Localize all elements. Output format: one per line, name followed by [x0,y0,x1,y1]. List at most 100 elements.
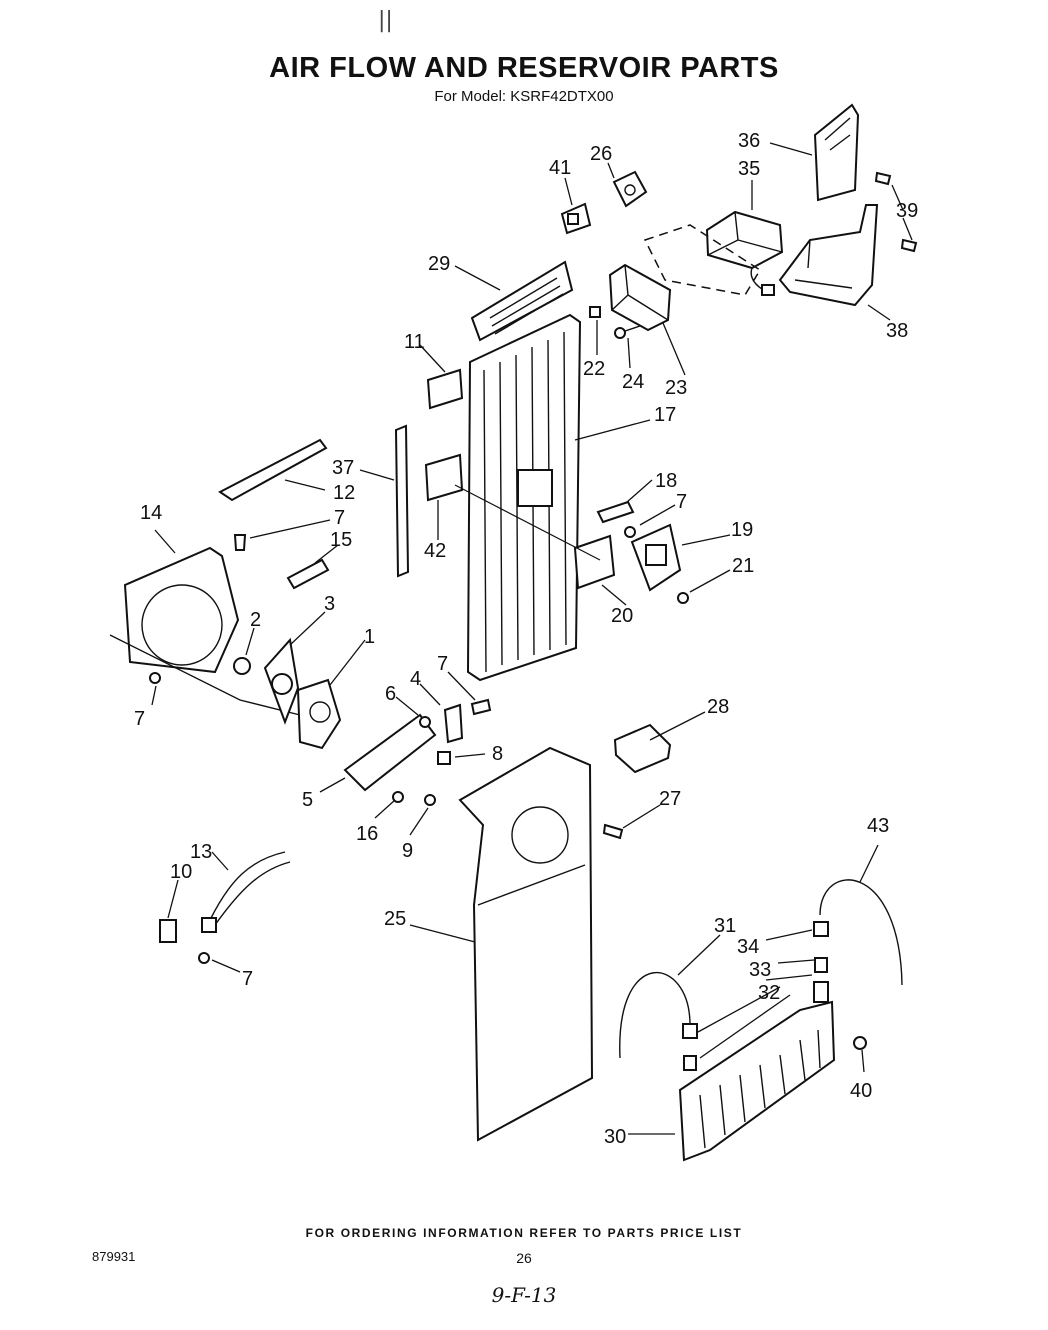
part-33-ferrule-lower [683,1055,697,1071]
callout-18: 18 [655,470,677,492]
dashed-mount-outline [643,224,762,296]
callout-42: 42 [424,540,446,562]
part-11-pad [426,368,464,410]
part-37-strip [394,424,410,578]
part-9-screw [424,794,436,806]
part-25-rear-panel [458,746,594,1142]
part-29-grille [470,260,574,342]
part-6-grommet [419,716,431,728]
callout-7d: 7 [134,708,145,730]
callout-7c: 7 [437,653,448,675]
page-title: AIR FLOW AND RESERVOIR PARTS [269,52,779,84]
part-43-tube [819,879,903,986]
part-2-hub [233,657,251,675]
part-10-connector [159,919,177,943]
callout-36: 36 [738,130,760,152]
callout-10: 10 [170,861,192,883]
part-36-duct [813,103,860,202]
callout-17: 17 [654,404,676,426]
part-39-screws [874,171,918,253]
part-35-transformer [705,210,784,296]
dashed-alignment-line [454,484,601,561]
part-23-bracket [608,263,672,332]
callout-34: 34 [737,936,759,958]
callout-24: 24 [622,371,644,393]
part-7-screw-left [233,534,247,551]
part-13-wire-harness [201,851,291,933]
part-7-screw-mid [470,698,492,716]
part-20-pad [573,534,616,590]
callout-43: 43 [867,815,889,837]
callout-32: 32 [758,982,780,1004]
callout-26: 26 [590,143,612,165]
callout-35: 35 [738,158,760,180]
part-15-clip [286,558,330,590]
callout-14: 14 [140,502,162,524]
callout-6: 6 [385,683,396,705]
part-3-fan-blade [263,637,300,725]
callout-33: 33 [749,959,771,981]
callout-31: 31 [714,915,736,937]
callout-2: 2 [250,609,261,631]
part-30-water-reservoir [678,1000,836,1162]
callout-19: 19 [731,519,753,541]
callout-27: 27 [659,788,681,810]
ordering-note: FOR ORDERING INFORMATION REFER TO PARTS … [305,1226,743,1240]
callout-1: 1 [364,626,375,648]
part-40-screw [853,1036,867,1050]
callout-16: 16 [356,823,378,845]
callout-21: 21 [732,555,754,577]
callout-12: 12 [333,482,355,504]
callout-23: 23 [665,377,687,399]
part-8-nut [437,751,451,765]
callout-8: 8 [492,743,503,765]
part-4-clip [443,703,464,744]
part-33-ferrule [814,957,828,973]
part-38-duct [778,204,879,307]
part-17-panel [466,313,582,682]
handwritten-note: 9-F-13 [491,1283,557,1307]
callout-15: 15 [330,529,352,551]
callout-29: 29 [428,253,450,275]
callout-7e: 7 [242,968,253,990]
part-26-grommet [612,170,648,208]
document-number: 879931 [92,1249,136,1264]
part-28-block [613,723,672,774]
part-34-nut-lower [682,1023,698,1039]
part-31-tube [619,971,691,1059]
callout-30: 30 [604,1126,626,1148]
callout-39: 39 [896,200,918,222]
part-24-screw [614,325,641,339]
callout-7b: 7 [334,507,345,529]
callout-22: 22 [583,358,605,380]
callout-3: 3 [324,593,335,615]
part-7-screw-bottom [198,952,210,964]
callout-37: 37 [332,457,354,479]
callout-41: 41 [549,157,571,179]
callout-11: 11 [404,331,425,353]
callout-28: 28 [707,696,729,718]
part-1-fan-motor [296,678,342,750]
part-18-clip [596,500,635,524]
part-34-nut [813,921,829,937]
part-42-pad [424,453,464,502]
callout-40: 40 [850,1080,872,1102]
page-number: 26 [516,1250,532,1266]
callout-20: 20 [611,605,633,627]
part-22-clip [589,306,601,318]
part-16-screw [392,791,404,803]
part-14-fan-shroud [109,546,301,716]
model-line: For Model: KSRF42DTX00 [434,88,614,105]
callout-7a: 7 [676,491,687,513]
callout-4: 4 [410,668,421,690]
leader-lines [151,142,913,1135]
callout-38: 38 [886,320,908,342]
callout-9: 9 [402,840,413,862]
callout-5: 5 [302,789,313,811]
part-7-screw-fan [149,672,161,684]
part-12-bracket [218,438,328,502]
part-32-fitting [813,981,829,1003]
top-margin-mark: || [378,8,393,33]
part-41-connector [560,202,592,235]
